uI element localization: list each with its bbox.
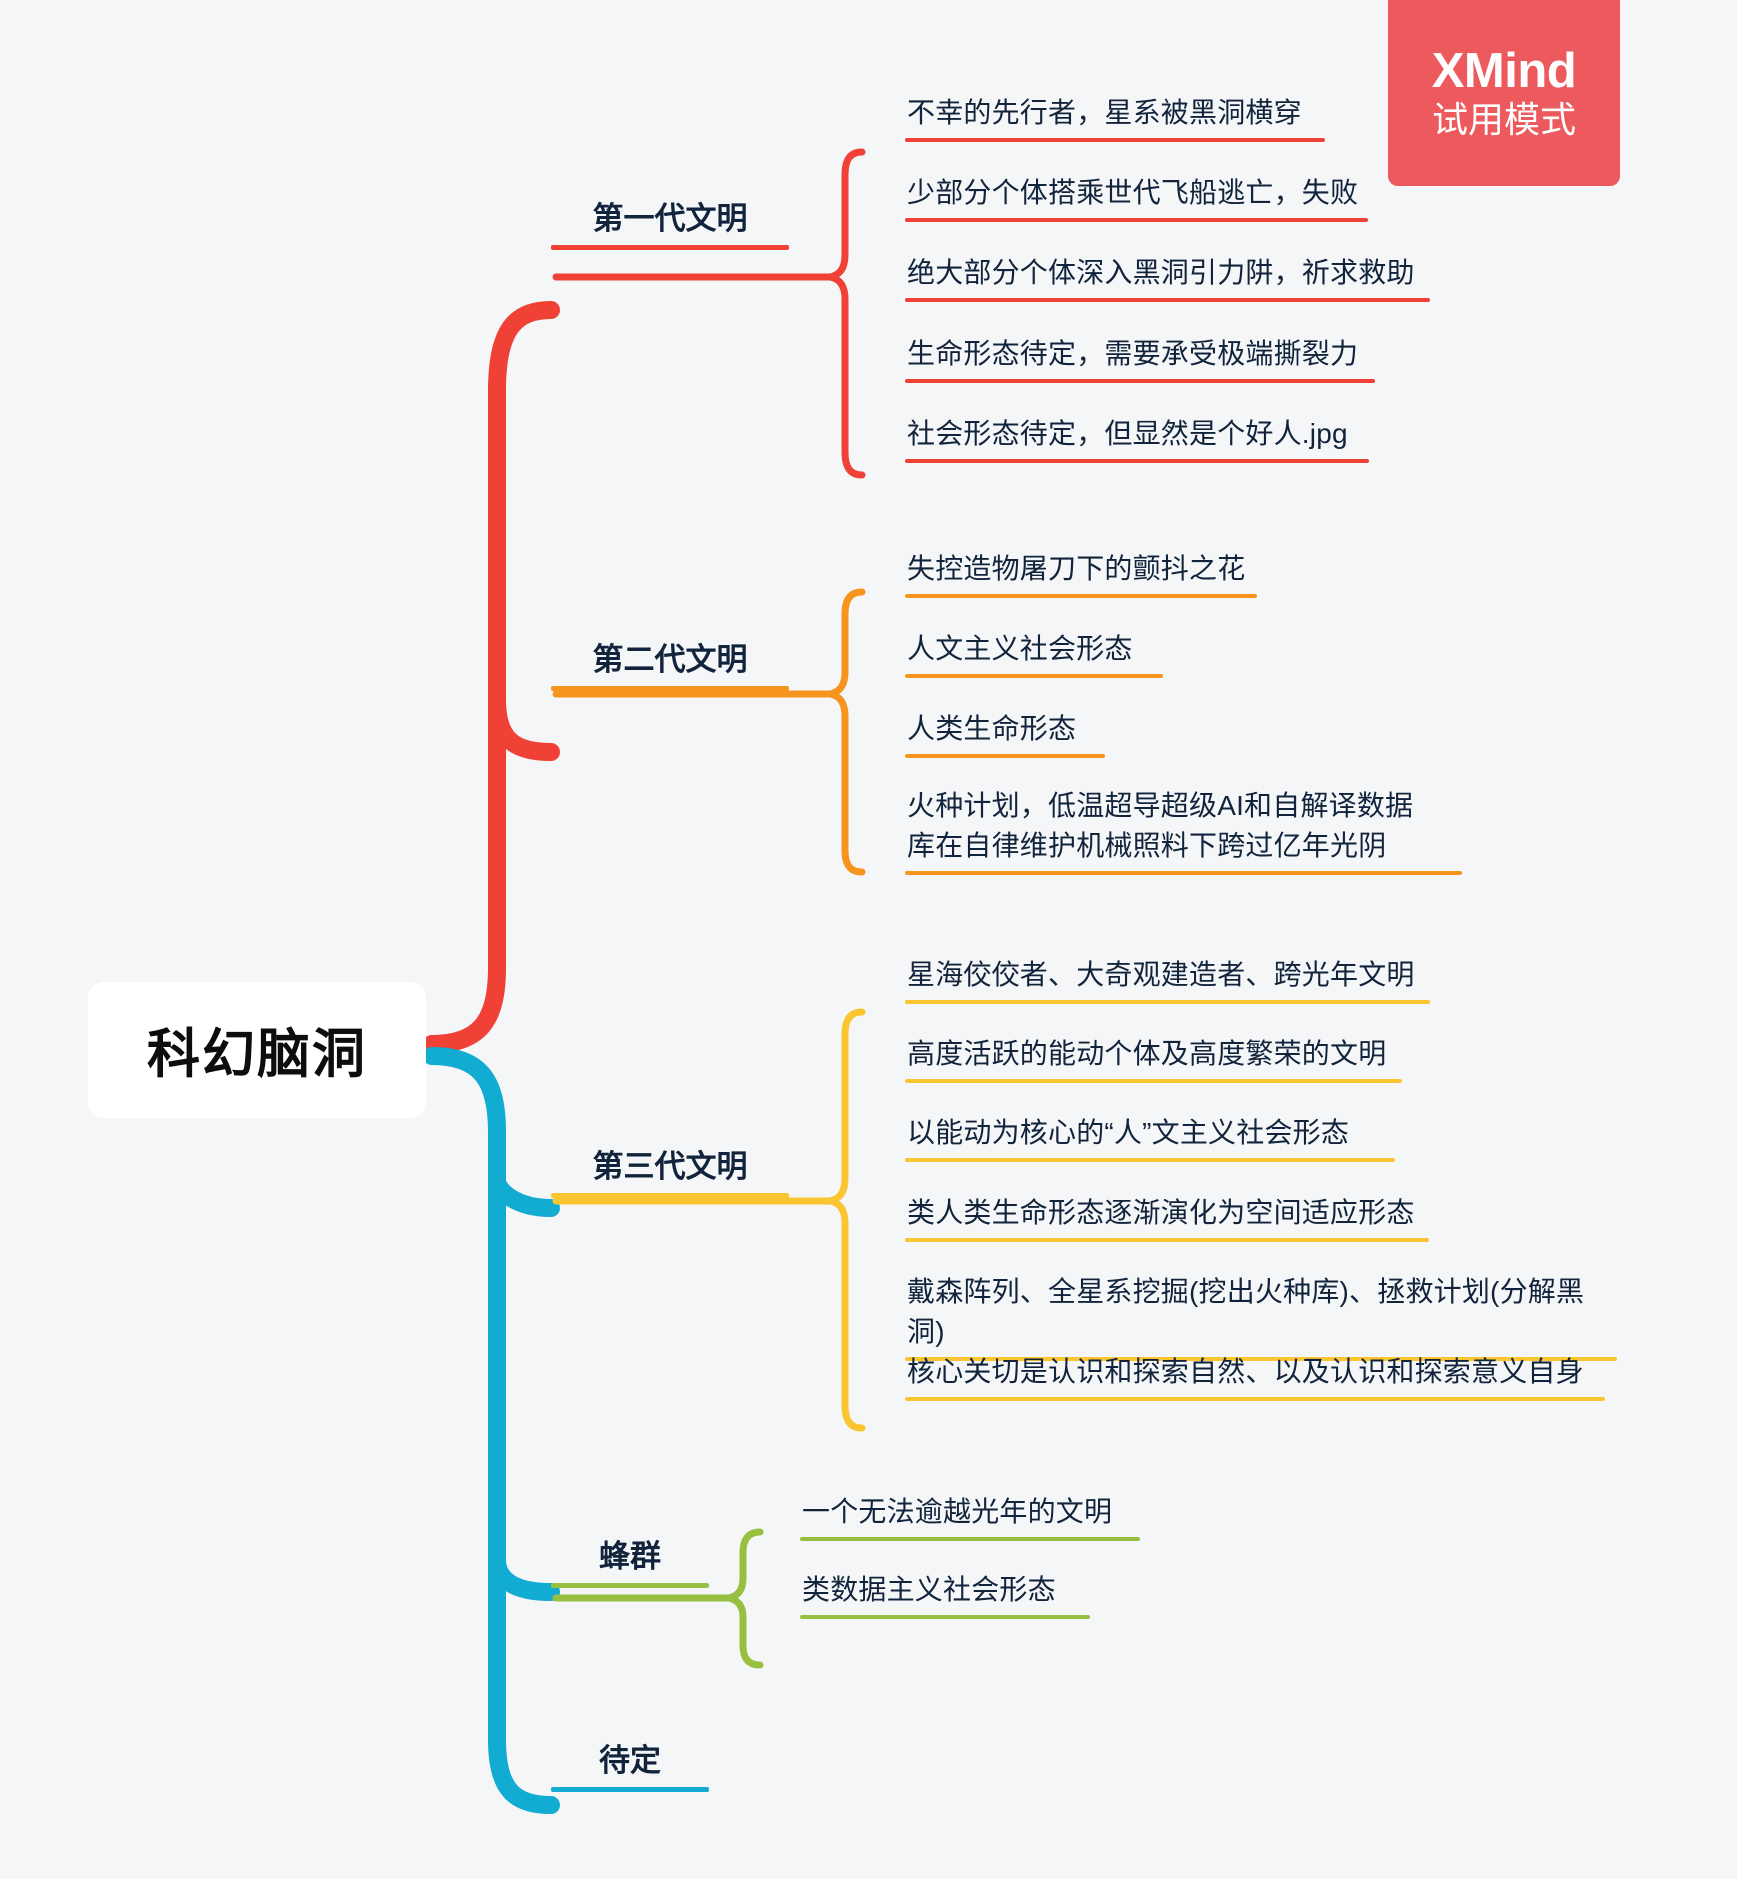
list-item[interactable]: 类人类生命形态逐渐演化为空间适应形态: [905, 1193, 1429, 1242]
leaf-text: 类数据主义社会形态: [802, 1574, 1056, 1605]
leaf-text: 类人类生命形态逐渐演化为空间适应形态: [907, 1197, 1415, 1228]
list-item[interactable]: 失控造物屠刀下的颤抖之花: [905, 549, 1257, 598]
xmind-logo-text: XMind: [1431, 44, 1577, 99]
leaf-underline: [905, 1356, 1617, 1361]
leaf-text: 高度活跃的能动个体及高度繁荣的文明: [907, 1038, 1387, 1069]
leaf-underline: [905, 753, 1105, 758]
xmind-trial-label: 试用模式: [1431, 98, 1576, 140]
branch-label-gen3-text: 第三代文明: [592, 1149, 748, 1184]
trunk-cyan-to-gen3: [488, 1171, 560, 1217]
branch-label-swarm[interactable]: 蜂群: [551, 1538, 709, 1588]
list-item[interactable]: 不幸的先行者，星系被黑洞横穿: [905, 93, 1325, 142]
leaf-underline: [905, 1237, 1429, 1242]
list-item[interactable]: 少部分个体搭乘世代飞船逃亡，失败: [905, 173, 1368, 222]
xmind-trial-watermark: XMind 试用模式: [1388, 0, 1620, 186]
branch-label-gen3[interactable]: 第三代文明: [551, 1148, 789, 1198]
leaf-text: 失控造物屠刀下的颤抖之花: [907, 553, 1246, 584]
branch-underline-swarm: [551, 1582, 709, 1588]
branch-underline-gen3: [551, 1192, 789, 1198]
leaf-text: 少部分个体搭乘世代飞船逃亡，失败: [907, 177, 1359, 208]
leaf-text: 核心关切是认识和探索自然、以及认识和探索意义自身: [907, 1356, 1584, 1387]
central-topic-label: 科幻脑洞: [147, 1025, 367, 1084]
leaf-text: 戴森阵列、全星系挖掘(挖出火种库)、拯救计划(分解黑洞): [907, 1276, 1585, 1347]
leaf-underline: [800, 1614, 1090, 1619]
leaf-underline: [905, 870, 1462, 875]
branch-label-pending-text: 待定: [599, 1743, 661, 1778]
leaf-text: 星海佼佼者、大奇观建造者、跨光年文明: [907, 959, 1415, 990]
list-item[interactable]: 类数据主义社会形态: [800, 1570, 1090, 1619]
list-item[interactable]: 星海佼佼者、大奇观建造者、跨光年文明: [905, 955, 1430, 1004]
list-item[interactable]: 戴森阵列、全星系挖掘(挖出火种库)、拯救计划(分解黑洞): [905, 1272, 1617, 1361]
list-item[interactable]: 绝大部分个体深入黑洞引力阱，祈求救助: [905, 253, 1430, 302]
leaf-underline: [905, 593, 1257, 598]
branch-label-swarm-text: 蜂群: [599, 1539, 661, 1574]
leaf-text: 社会形态待定，但显然是个好人.jpg: [907, 418, 1348, 449]
leaf-underline: [905, 137, 1325, 142]
branch-underline-gen1: [551, 244, 789, 250]
trunk-red-to-gen2: [488, 691, 560, 761]
leaf-underline: [905, 673, 1163, 678]
branch-underline-pending: [551, 1786, 709, 1792]
branch-label-gen1-text: 第一代文明: [592, 201, 748, 236]
brace-gen3: [826, 1008, 866, 1432]
leaf-text: 人类生命形态: [907, 713, 1077, 744]
leaf-text: 人文主义社会形态: [907, 633, 1133, 664]
list-item[interactable]: 高度活跃的能动个体及高度繁荣的文明: [905, 1034, 1402, 1083]
list-item[interactable]: 核心关切是认识和探索自然、以及认识和探索意义自身: [905, 1352, 1605, 1401]
leaf-text: 一个无法逾越光年的文明: [802, 1496, 1113, 1527]
leaf-underline: [905, 1157, 1395, 1162]
branch-label-gen1[interactable]: 第一代文明: [551, 200, 789, 250]
leaf-underline: [905, 217, 1368, 222]
leaf-underline: [905, 378, 1375, 383]
leaf-text: 绝大部分个体深入黑洞引力阱，祈求救助: [907, 257, 1415, 288]
list-item[interactable]: 一个无法逾越光年的文明: [800, 1492, 1140, 1541]
brace-gen2: [826, 588, 866, 876]
branch-label-pending[interactable]: 待定: [551, 1742, 709, 1792]
trunk-cyan: [423, 1047, 560, 1814]
leaf-underline: [905, 999, 1430, 1004]
branch-underline-gen2: [551, 685, 789, 691]
leaf-underline: [800, 1536, 1140, 1541]
list-item[interactable]: 以能动为核心的“人”文主义社会形态: [905, 1113, 1395, 1162]
leaf-text: 生命形态待定，需要承受极端撕裂力: [907, 338, 1359, 369]
trunk-cyan-to-swarm: [488, 1551, 560, 1601]
list-item[interactable]: 人文主义社会形态: [905, 629, 1163, 678]
branch-label-gen2-text: 第二代文明: [592, 642, 748, 677]
leaf-underline: [905, 1396, 1605, 1401]
leaf-underline: [905, 297, 1430, 302]
branch-label-gen2[interactable]: 第二代文明: [551, 641, 789, 691]
leaf-text: 不幸的先行者，星系被黑洞横穿: [907, 97, 1302, 128]
list-item[interactable]: 人类生命形态: [905, 709, 1105, 758]
list-item[interactable]: 生命形态待定，需要承受极端撕裂力: [905, 334, 1375, 383]
list-item[interactable]: 火种计划，低温超导超级AI和自解译数据 库在自律维护机械照料下跨过亿年光阴: [905, 786, 1462, 875]
leaf-underline: [905, 458, 1369, 463]
central-topic[interactable]: 科幻脑洞: [88, 982, 426, 1118]
trunk-red: [423, 301, 560, 1053]
list-item[interactable]: 社会形态待定，但显然是个好人.jpg: [905, 414, 1369, 463]
leaf-underline: [905, 1078, 1402, 1083]
leaf-text: 火种计划，低温超导超级AI和自解译数据 库在自律维护机械照料下跨过亿年光阴: [907, 790, 1414, 861]
leaf-text: 以能动为核心的“人”文主义社会形态: [907, 1117, 1350, 1148]
brace-swarm: [725, 1528, 764, 1669]
brace-gen1: [826, 148, 866, 479]
